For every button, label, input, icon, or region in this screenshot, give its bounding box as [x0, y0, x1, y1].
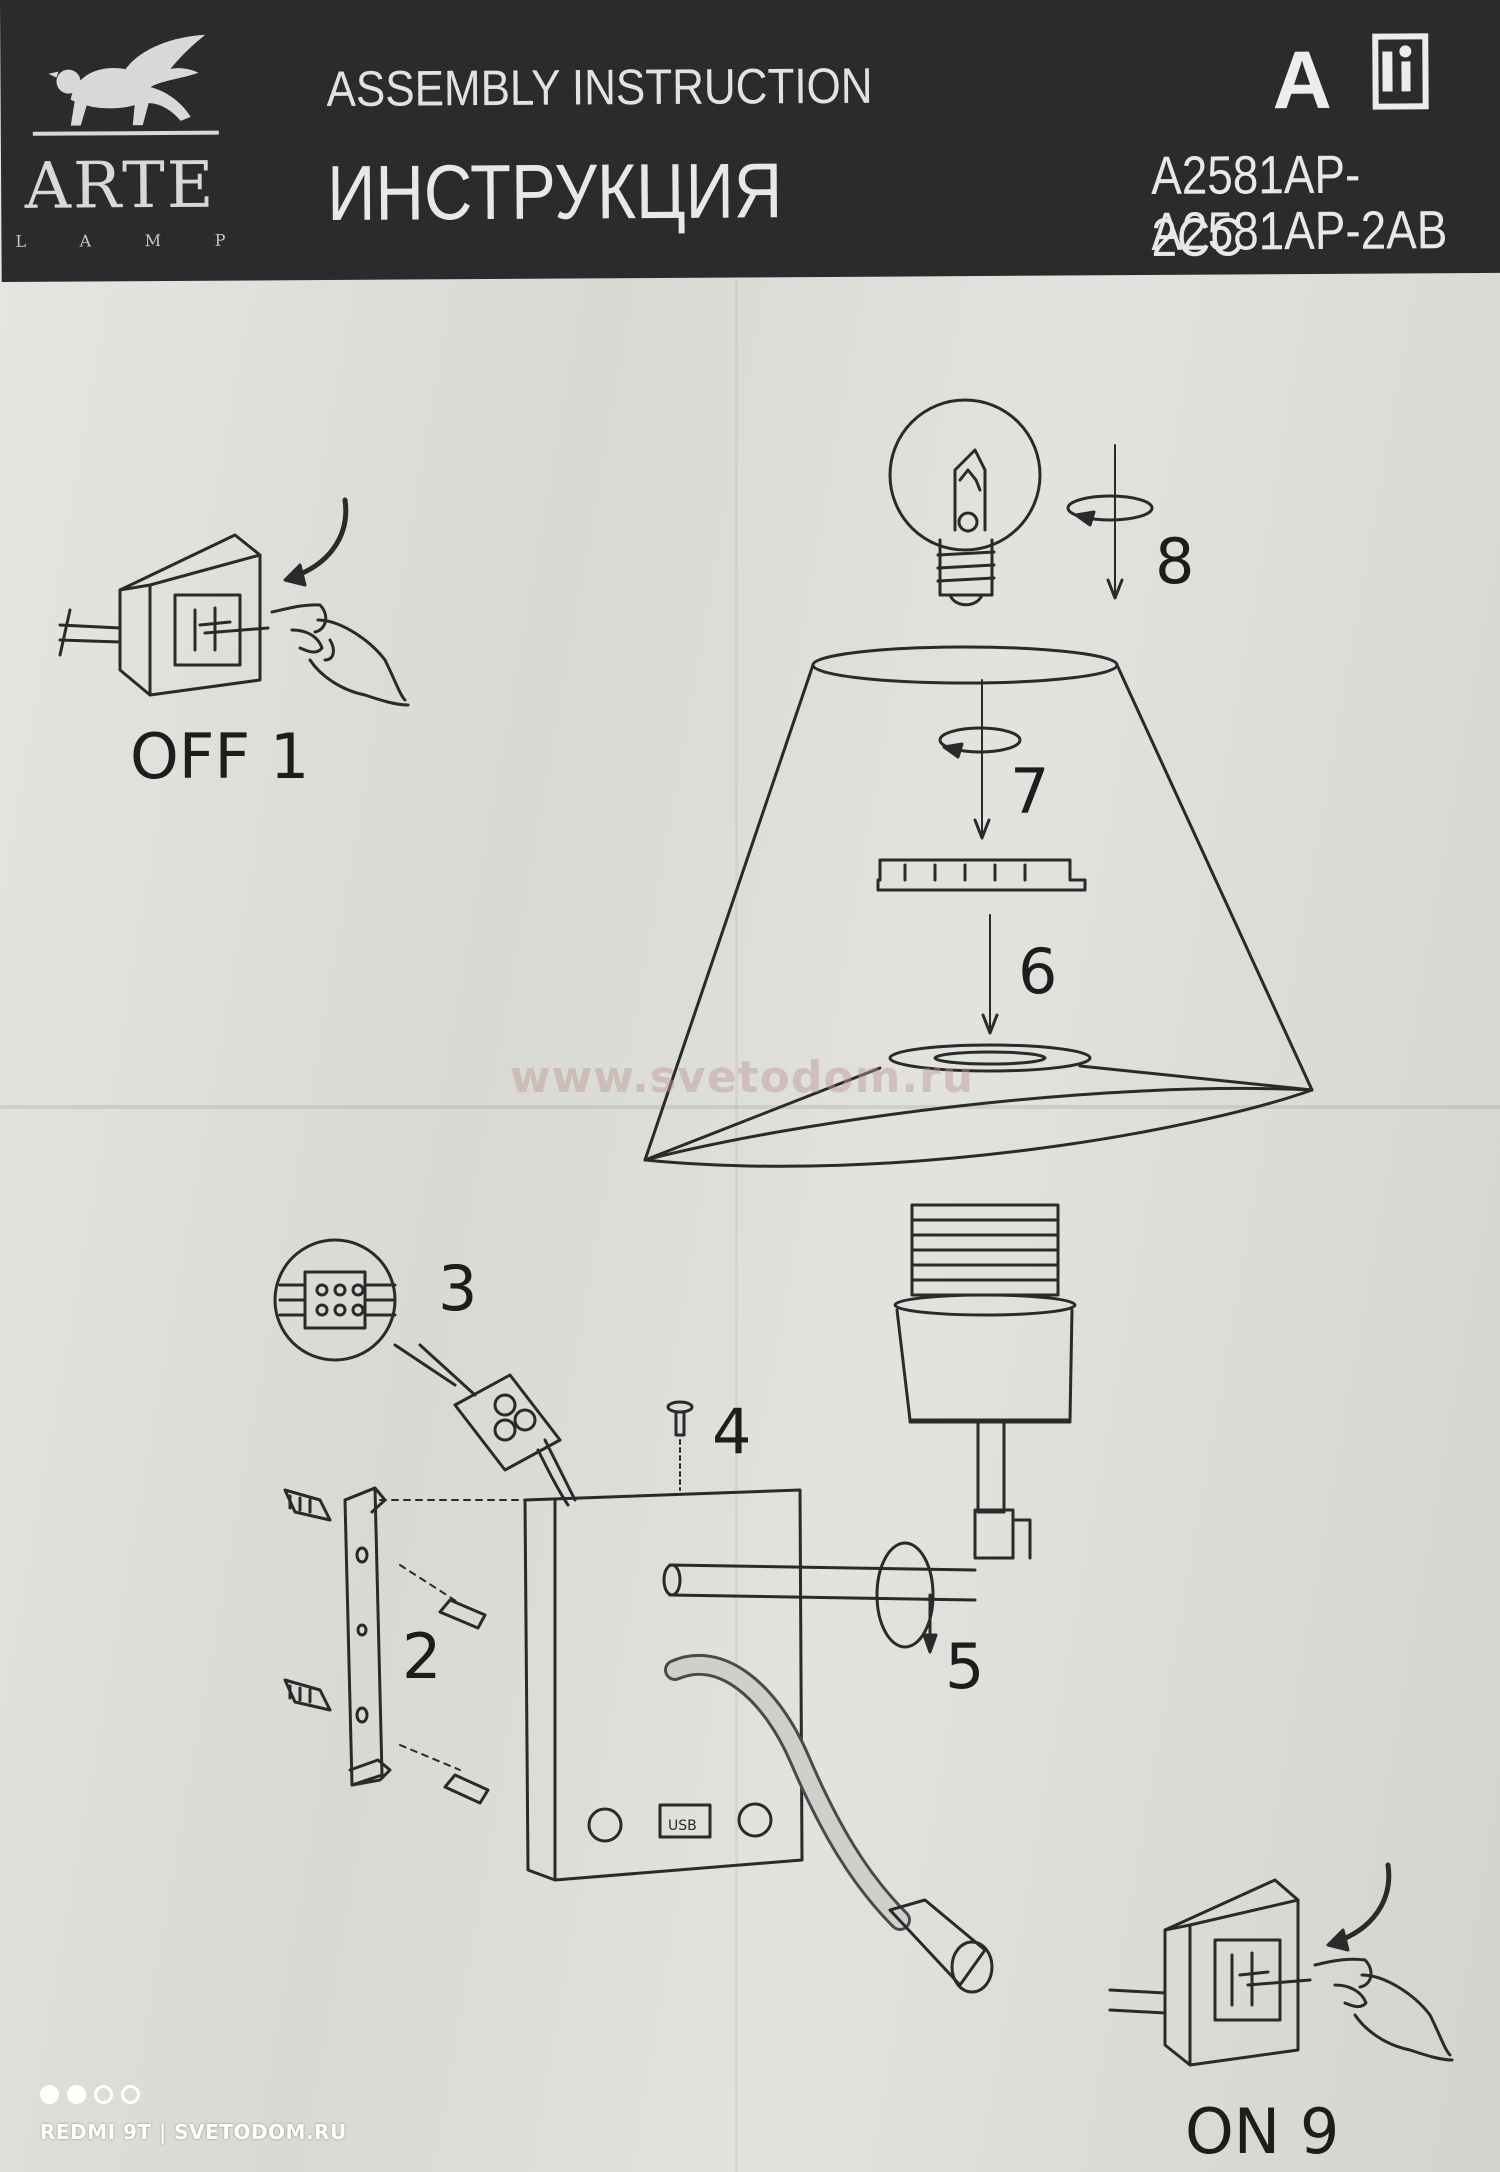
top-screw-icon [666, 1400, 694, 1491]
camera-dot [40, 2085, 59, 2104]
rotate-arrow-7-icon [938, 679, 1022, 840]
step-7-label: 7 [1010, 755, 1050, 828]
hand-on-icon [1313, 1957, 1454, 2062]
lampshade-icon [643, 645, 1314, 1168]
usb-port-label: USB [668, 1818, 697, 1834]
step-8-label: 8 [1155, 525, 1195, 598]
hand-off-icon [270, 603, 410, 707]
arrow-press-icon [283, 497, 349, 587]
step-off-label: OFF 1 [130, 720, 310, 793]
header-bar: ARTE L A M P ASSEMBLY INSTRUCTION ИНСТРУ… [0, 0, 1500, 282]
arrow-press-on-icon [1326, 1862, 1392, 1952]
step-3-label: 3 [438, 1252, 478, 1325]
junction-box-icon [393, 1343, 577, 1507]
wood-screw-icon [438, 1598, 490, 1805]
griffin-logo-icon [32, 34, 219, 136]
step-4-label: 4 [712, 1395, 752, 1468]
camera-dot [121, 2085, 140, 2104]
instruction-book-icon [1372, 33, 1429, 110]
lamp-socket-icon [893, 1203, 1077, 1560]
rotate-arrow-5-icon [922, 1593, 938, 1654]
step-6-label: 6 [1018, 935, 1058, 1008]
mounting-bracket-icon [343, 1486, 526, 1787]
shade-ring-icon [888, 1043, 1092, 1073]
gooseneck-reading-light-icon [664, 1654, 994, 1994]
camera-dot [67, 2085, 86, 2104]
camera-watermark-dots [40, 2085, 140, 2104]
paper-fold-horizontal [0, 1105, 1500, 1109]
light-bulb-icon [888, 398, 1042, 607]
lock-ring-icon [876, 858, 1087, 892]
arm-rod-icon [662, 1541, 977, 1649]
wiring-magnifier-icon [273, 1238, 397, 1362]
wall-switch-on-icon [1108, 1878, 1312, 2067]
wall-plug-icon [283, 1488, 332, 1712]
arrow-6-icon [981, 914, 999, 1035]
step-5-label: 5 [945, 1630, 985, 1703]
watermark: www.svetodom.ru [510, 1052, 975, 1103]
wall-plate-icon [523, 1488, 804, 1882]
step-2-label: 2 [402, 1620, 442, 1693]
rotate-arrow-8-icon [1066, 444, 1154, 600]
paper-fold-vertical [735, 280, 738, 2172]
step-on-label: ON 9 [1185, 2095, 1340, 2168]
camera-stamp: REDMI 9T | SVETODOM.RU [40, 2120, 347, 2144]
wall-switch-off-icon [58, 533, 270, 697]
camera-dot [94, 2085, 113, 2104]
